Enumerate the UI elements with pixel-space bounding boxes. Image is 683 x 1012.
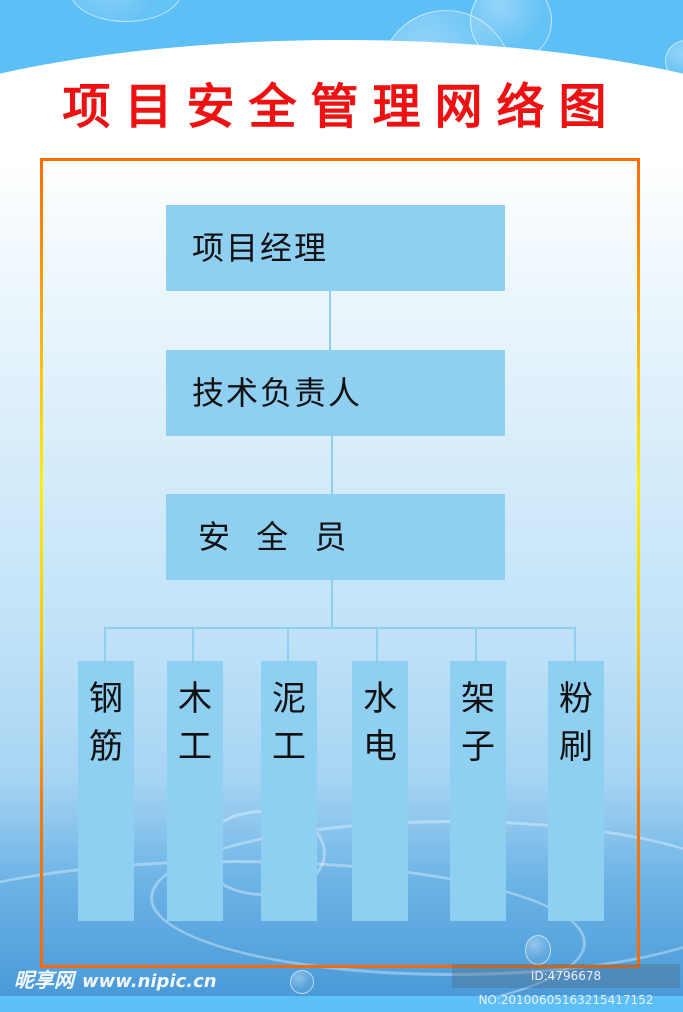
team-carpentry: 木工	[167, 661, 223, 921]
team-label: 架子	[461, 679, 495, 767]
connector-line	[376, 627, 378, 661]
connector-line	[329, 291, 331, 350]
watermark-brand: 昵享网 www.nipic.cn	[14, 964, 217, 993]
connector-line	[192, 627, 194, 661]
branch-line	[104, 627, 576, 629]
connector-line	[574, 627, 576, 661]
node-project-manager: 项目经理	[166, 205, 505, 291]
watermark-site: www.nipic.cn	[82, 971, 217, 992]
connector-line	[475, 627, 477, 661]
sky-band	[0, 0, 683, 120]
team-label: 木工	[178, 679, 212, 767]
team-label: 钢筋	[89, 679, 123, 767]
team-scaffolding: 架子	[450, 661, 506, 921]
team-rebar: 钢筋	[78, 661, 134, 921]
watermark-brand-text: 昵享网	[14, 968, 74, 992]
team-label: 水电	[363, 679, 397, 767]
team-label: 泥工	[272, 679, 306, 767]
node-label: 安 全 员	[198, 518, 355, 556]
connector-line	[104, 627, 106, 661]
team-label: 粉刷	[559, 679, 593, 767]
page-title: 项目安全管理网络图	[62, 79, 621, 135]
white-arc	[0, 40, 683, 120]
team-plastering: 粉刷	[548, 661, 604, 921]
team-masonry: 泥工	[261, 661, 317, 921]
node-label: 技术负责人	[192, 374, 363, 412]
connector-line	[331, 580, 333, 628]
connector-line	[331, 436, 333, 494]
node-technical-lead: 技术负责人	[166, 350, 505, 436]
node-safety-officer: 安 全 员	[166, 494, 505, 580]
team-plumbing-electric: 水电	[352, 661, 408, 921]
node-label: 项目经理	[192, 229, 329, 267]
connector-line	[287, 627, 289, 661]
watermark-id: ID:4796678 NO:20100605163215417152	[452, 964, 680, 1007]
